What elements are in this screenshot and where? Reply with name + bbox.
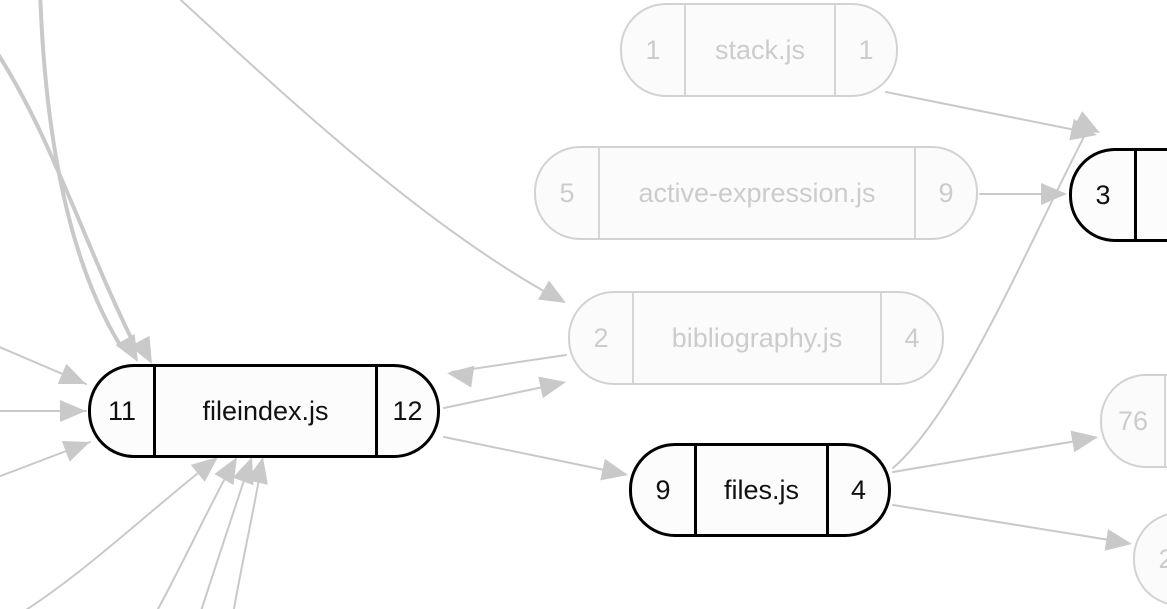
edge-arrowhead [600,458,628,481]
graph-edge [0,441,91,478]
edge-arrowhead [61,441,90,462]
graph-edge [0,53,152,364]
node-filename-label: files.js [694,446,826,534]
graph-edge [443,376,566,409]
node-incoming-count: 2 [593,322,609,353]
edge-arrowhead [60,400,86,422]
graph-edge [156,457,237,609]
edge-arrowhead [57,363,86,384]
graph-node-right-bottom-partial[interactable]: 2 [1133,512,1167,606]
edge-arrowhead [246,457,268,485]
edge-arrowhead [537,280,566,303]
graph-edge [179,0,566,303]
edge-arrowhead [130,335,152,364]
graph-node-right-top-partial[interactable]: 3s [1069,148,1167,242]
node-filename-label: active-expression.js [598,148,914,238]
graph-edge [447,354,567,388]
node-incoming-count: 9 [655,474,671,505]
graph-edge [892,430,1098,473]
node-incoming-count: 3 [1095,179,1111,210]
node-incoming-count: 5 [559,177,575,208]
node-filename-label [1164,376,1167,466]
edge-arrowhead [538,376,566,399]
node-incoming-count: 1 [645,34,661,65]
node-incoming-count: 11 [107,395,137,426]
node-filename-label: fileindex.js [153,367,375,455]
edge-arrowhead [1069,118,1097,141]
node-outgoing-count: 9 [914,148,976,238]
edge-arrowhead [190,457,218,482]
graph-edge [979,183,1067,205]
graph-edge [0,400,87,422]
node-filename-label: bibliography.js [632,293,880,383]
edge-arrowhead [447,365,475,388]
node-incoming-count: 2 [1135,514,1167,604]
graph-edge [0,346,87,385]
edge-arrowhead [1041,183,1067,205]
graph-edge [892,504,1132,551]
graph-edge [885,91,1097,141]
edge-arrowhead [1070,430,1098,453]
node-filename-label: stack.js [684,5,834,95]
graph-edge [25,457,218,609]
node-filename-label: s [1134,151,1167,239]
edge-arrowhead [1104,529,1132,551]
graph-node-right-mid-partial[interactable]: 76 [1100,374,1167,468]
node-outgoing-count: 4 [880,293,942,383]
node-outgoing-count: 4 [826,446,888,534]
node-outgoing-count: 12 [375,367,437,455]
graph-edge [232,457,268,609]
node-incoming-count: 76 [1117,405,1149,436]
graph-edge [443,436,628,481]
edge-arrowhead [214,457,237,486]
node-outgoing-count: 1 [834,5,896,95]
